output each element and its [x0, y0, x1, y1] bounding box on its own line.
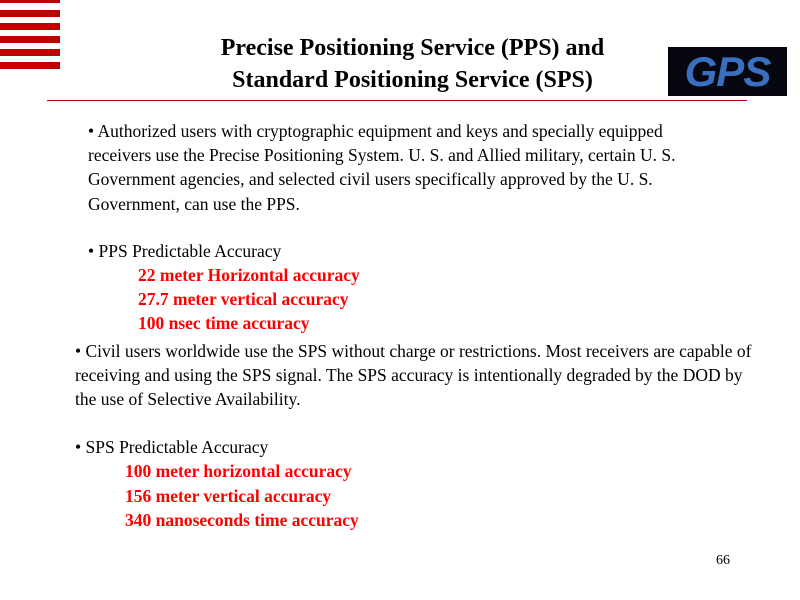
- stripe: [0, 49, 60, 56]
- title-line-1: Precise Positioning Service (PPS) and: [220, 35, 605, 61]
- stripe: [0, 10, 60, 17]
- page-number: 66: [716, 553, 730, 568]
- sps-intro: • Civil users worldwide use the SPS with…: [75, 341, 752, 410]
- stripe: [0, 0, 60, 3]
- sps-item: 340 nanoseconds time accuracy: [125, 510, 359, 530]
- pps-item: 100 nsec time accuracy: [138, 313, 310, 333]
- pps-heading: • PPS Predictable Accuracy: [88, 241, 282, 261]
- slide-title: Precise Positioning Service (PPS) and St…: [160, 32, 665, 96]
- sps-item: 156 meter vertical accuracy: [125, 486, 332, 506]
- stripe: [0, 62, 60, 69]
- gps-logo: GPS: [668, 47, 787, 96]
- stripe: [0, 23, 60, 30]
- stripe: [0, 36, 60, 43]
- title-line-2: Standard Positioning Service (SPS): [232, 67, 593, 93]
- title-divider: [47, 100, 747, 101]
- pps-item: 27.7 meter vertical accuracy: [138, 289, 349, 309]
- sps-item: 100 meter horizontal accuracy: [125, 461, 352, 481]
- sps-heading: • SPS Predictable Accuracy: [75, 437, 269, 457]
- pps-item: 22 meter Horizontal accuracy: [138, 265, 360, 285]
- pps-intro: • Authorized users with cryptographic eq…: [88, 121, 676, 214]
- gps-logo-text: GPS: [684, 47, 772, 95]
